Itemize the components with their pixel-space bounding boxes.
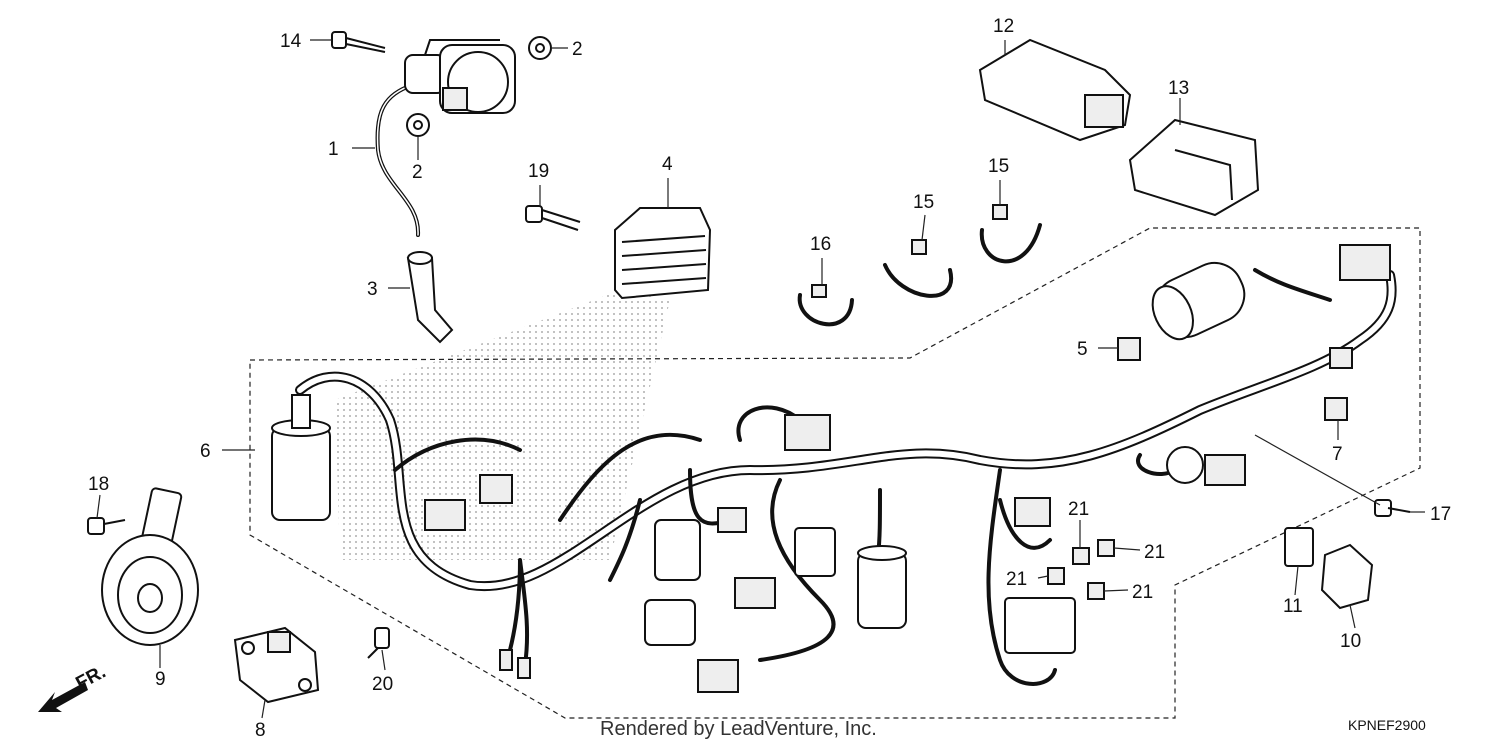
- wire-band-15-left[interactable]: [883, 239, 954, 298]
- fuse-21-d[interactable]: [1087, 582, 1105, 600]
- callout-21-a: 21: [1068, 499, 1089, 520]
- wire-band-16[interactable]: [797, 284, 854, 327]
- callout-8: 8: [255, 720, 266, 741]
- regulator-shading: [335, 290, 670, 560]
- callout-13: 13: [1168, 78, 1189, 99]
- callout-2-lower: 2: [412, 162, 423, 183]
- ignition-coil[interactable]: [375, 39, 516, 237]
- fuse-21-c[interactable]: [1047, 567, 1065, 585]
- fuse-21-a[interactable]: [1072, 547, 1090, 565]
- bolt-20[interactable]: [367, 627, 390, 659]
- watermark: Rendered by LeadVenture, Inc.: [600, 718, 877, 740]
- callout-1: 1: [328, 139, 339, 160]
- ecu-unit[interactable]: [978, 38, 1132, 142]
- diagram-code: KPNEF2900: [1348, 717, 1426, 733]
- front-arrow-icon: FR.: [38, 662, 109, 712]
- wire-band-15-right[interactable]: [979, 204, 1042, 264]
- callout-16: 16: [810, 234, 831, 255]
- sensor-8[interactable]: [233, 626, 320, 704]
- callout-3: 3: [367, 279, 378, 300]
- relay-10[interactable]: [1320, 543, 1374, 610]
- callout-5: 5: [1077, 339, 1088, 360]
- bolt-18[interactable]: [87, 517, 126, 535]
- leader-lines: [96, 39, 1425, 719]
- callout-6: 6: [200, 441, 211, 462]
- callout-12: 12: [993, 16, 1014, 37]
- main-wire-harness[interactable]: [271, 244, 1397, 693]
- callout-21-d: 21: [1132, 582, 1153, 603]
- callout-17: 17: [1430, 504, 1451, 525]
- callout-20: 20: [372, 674, 393, 695]
- callout-19: 19: [528, 161, 549, 182]
- callout-15-right: 15: [988, 156, 1009, 177]
- callout-4: 4: [662, 154, 673, 175]
- connector-7[interactable]: [1324, 397, 1348, 421]
- bolt-17[interactable]: [1374, 499, 1411, 517]
- callout-11: 11: [1283, 596, 1303, 617]
- callout-9: 9: [155, 669, 166, 690]
- callout-10: 10: [1340, 631, 1361, 652]
- ecu-cover[interactable]: [1128, 118, 1260, 217]
- callout-labels: 1 2 2 3 4 5 6 7 8 9 10 11 12 13 14 15 15…: [88, 16, 1451, 741]
- callout-2-upper: 2: [572, 39, 583, 60]
- callout-18: 18: [88, 474, 109, 495]
- spark-plug-cap[interactable]: [406, 251, 454, 344]
- bolt-14[interactable]: [331, 31, 386, 53]
- callout-21-b: 21: [1144, 542, 1165, 563]
- callout-15-left: 15: [913, 192, 934, 213]
- horn[interactable]: [101, 487, 199, 646]
- callout-14: 14: [280, 31, 302, 52]
- callout-21-c: 21: [1006, 569, 1027, 590]
- nut-2-upper[interactable]: [528, 36, 552, 60]
- callout-7: 7: [1332, 444, 1343, 465]
- nut-2-lower[interactable]: [406, 113, 430, 137]
- connector-5[interactable]: [1117, 337, 1141, 361]
- regulator-rectifier[interactable]: [614, 207, 712, 300]
- assembly-outline: [249, 227, 1421, 719]
- relay-11[interactable]: [1284, 527, 1314, 567]
- fuse-21-b[interactable]: [1097, 539, 1115, 557]
- bolt-19[interactable]: [525, 205, 581, 231]
